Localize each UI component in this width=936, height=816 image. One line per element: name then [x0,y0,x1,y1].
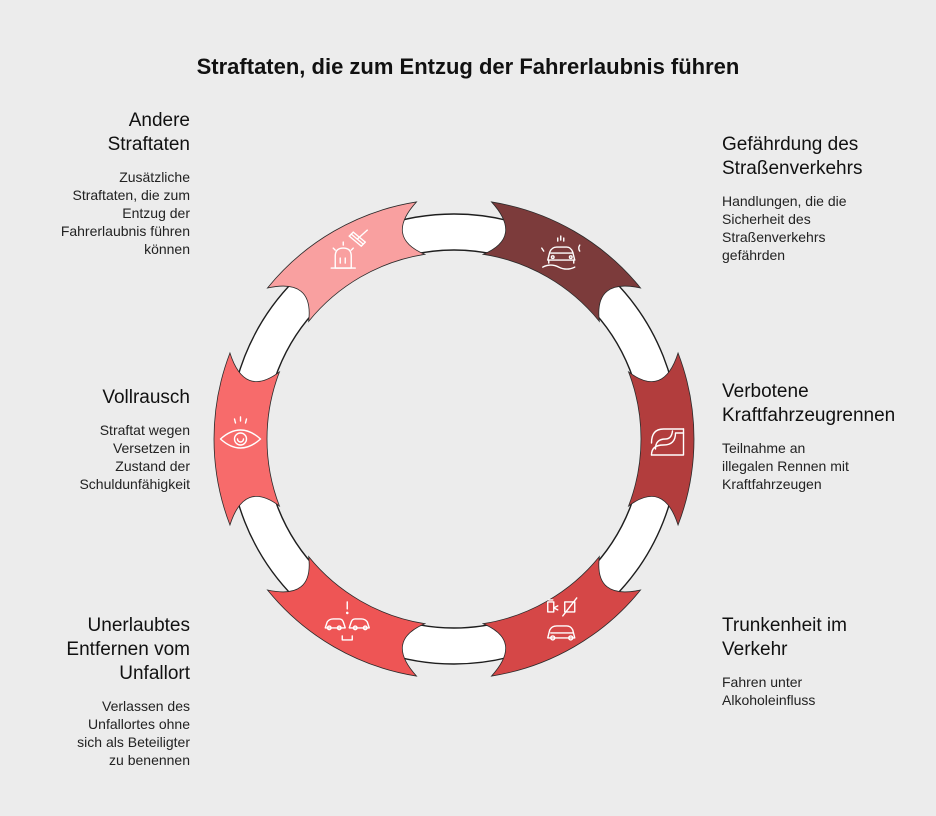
label-vollrausch: Vollrausch Straftat wegen Versetzen in Z… [0,386,190,493]
heading-unfallort: Unerlaubtes Entfernen vom Unfallort [66,615,190,684]
car-collision-icon [324,601,370,641]
description-unfallort: Verlassen des Unfallortes ohne sich als … [77,698,190,768]
heading-andere: Andere Straftaten [107,110,190,155]
segment-gefaehrdung [481,201,642,323]
segment-unfallort [266,555,427,677]
race-track-icon [650,428,685,456]
drunk-driving-icon [547,597,578,641]
heading-trunkenheit: Trunkenheit im Verkehr [722,615,847,660]
description-vollrausch: Straftat wegen Versetzen in Zustand der … [79,422,190,492]
segment-andere [266,201,427,323]
page-title: Straftaten, die zum Entzug der Fahrerlau… [196,54,740,79]
heading-vollrausch: Vollrausch [102,387,190,408]
description-andere: Zusätzliche Straftaten, die zum Entzug d… [60,169,190,257]
segment-trunkenheit [481,555,642,677]
segments [213,201,695,677]
label-trunkenheit: Trunkenheit im Verkehr Fahren unter Alko… [722,614,922,709]
label-unfallort: Unerlaubtes Entfernen vom Unfallort Verl… [0,614,190,769]
icons [219,229,685,641]
heading-gefaehrdung: Gefährdung des Straßenverkehrs [722,134,863,179]
description-gefaehrdung: Handlungen, die die Sicherheit des Straß… [722,193,847,263]
car-skid-icon [541,235,581,270]
description-rennen: Teilnahme an illegalen Rennen mit Kraftf… [722,440,849,492]
dizzy-eye-icon [219,416,262,449]
label-gefaehrdung: Gefährdung des Straßenverkehrs Handlunge… [722,133,922,264]
description-trunkenheit: Fahren unter Alkoholeinfluss [722,674,816,708]
gavel-siren-icon [330,229,368,269]
label-rennen: Verbotene Kraftfahrzeugrennen Teilnahme … [722,380,922,493]
label-andere: Andere Straftaten Zusätzliche Straftaten… [0,109,190,258]
heading-rennen: Verbotene Kraftfahrzeugrennen [722,381,896,426]
